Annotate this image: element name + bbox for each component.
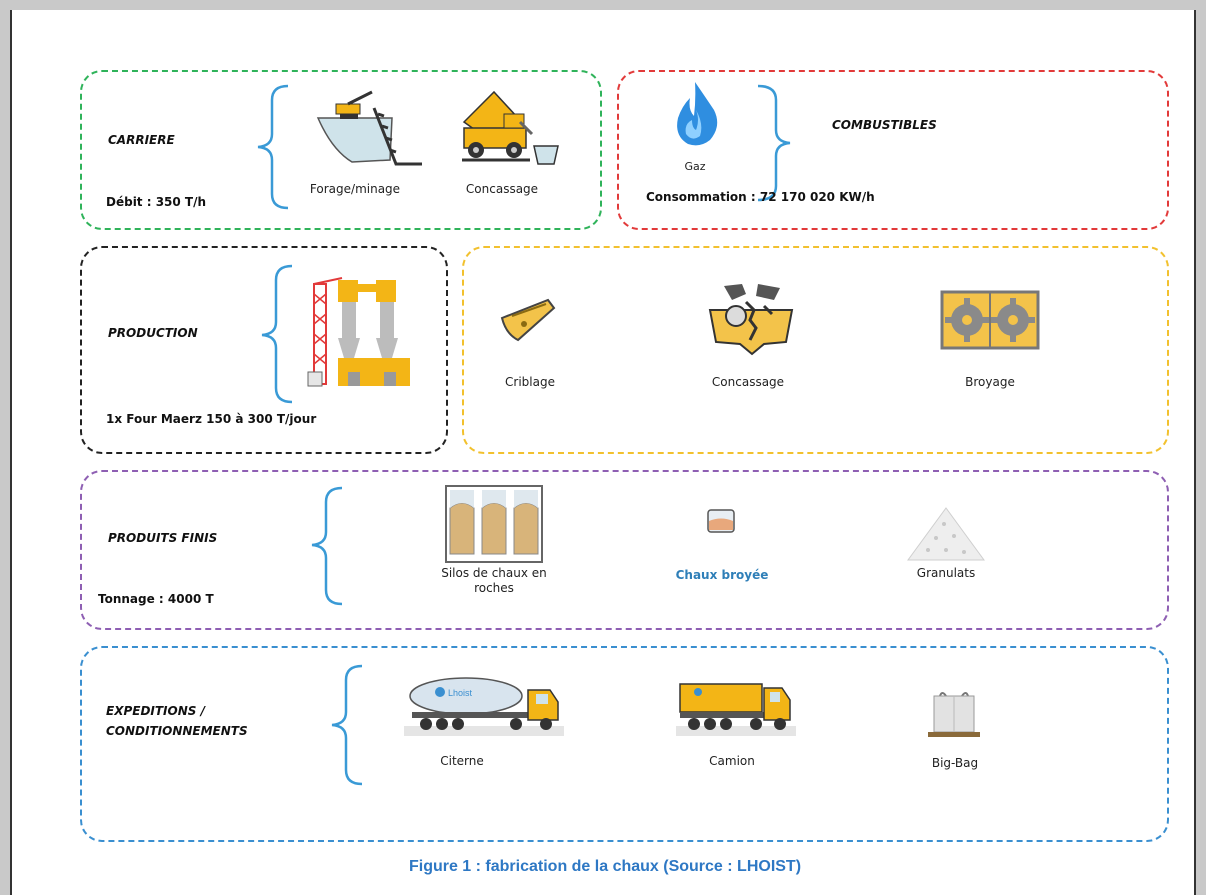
carriere-title: CARRIERE — [108, 133, 175, 147]
produits-finis-item-granulats: Granulats — [916, 566, 976, 580]
produits-finis-brace — [311, 486, 343, 606]
expeditions-brace — [331, 664, 363, 786]
forage-minage-icon — [316, 90, 422, 166]
combustibles-section — [617, 70, 1169, 230]
chaux-broyee-icon — [707, 509, 735, 533]
maerz-kiln-icon — [307, 277, 410, 387]
figure-caption: Figure 1 : fabrication de la chaux (Sour… — [408, 858, 802, 875]
carriere-stat: Débit : 350 T/h — [106, 195, 207, 209]
expeditions-item-citerne: Citerne — [440, 754, 484, 768]
traitement-step-criblage: Criblage — [505, 375, 555, 389]
concasseur-icon — [708, 284, 794, 356]
citerne-logo-text: Lhoist — [448, 688, 473, 698]
production-stat: 1x Four Maerz 150 à 300 T/jour — [106, 412, 317, 426]
expeditions-item-camion: Camion — [709, 754, 755, 768]
concassage-truck-icon — [462, 90, 559, 165]
citerne-truck-icon: Lhoist — [404, 677, 564, 736]
broyage-icon — [940, 290, 1040, 350]
combustibles-title: COMBUSTIBLES — [832, 118, 937, 132]
granulats-pile-icon — [907, 507, 985, 561]
criblage-icon — [500, 298, 556, 342]
produits-finis-section — [80, 470, 1169, 630]
traitement-step-broyage: Broyage — [965, 375, 1015, 389]
page: CARRIERE Débit : 350 T/h Forage/minage C… — [10, 10, 1196, 895]
production-brace — [261, 264, 293, 404]
gas-flame-icon — [677, 82, 718, 146]
carriere-step-concassage: Concassage — [465, 182, 539, 196]
production-title: PRODUCTION — [108, 326, 198, 340]
carriere-section — [80, 70, 602, 230]
expeditions-title-line2: CONDITIONNEMENTS — [106, 724, 248, 738]
silos-icon — [445, 485, 543, 563]
produits-finis-item-chaux-broyee: Chaux broyée — [675, 568, 769, 582]
produits-finis-item-silos: Silos de chaux en roches — [441, 566, 547, 595]
produits-finis-stat: Tonnage : 4000 T — [98, 592, 214, 606]
expeditions-section — [80, 646, 1169, 842]
produits-finis-title: PRODUITS FINIS — [108, 531, 218, 545]
traitement-step-concassage: Concassage — [711, 375, 785, 389]
camion-truck-icon — [676, 683, 796, 736]
expeditions-item-big-bag: Big-Bag — [931, 756, 979, 770]
carriere-step-forage: Forage/minage — [309, 182, 401, 196]
carriere-brace — [257, 84, 289, 210]
combustibles-item-gaz: Gaz — [684, 160, 706, 173]
traitement-section — [462, 246, 1169, 454]
combustibles-stat: Consommation : 72 170 020 KW/h — [646, 190, 875, 204]
expeditions-title-line1: EXPEDITIONS / — [106, 704, 205, 718]
combustibles-brace — [757, 84, 791, 202]
big-bag-icon — [928, 692, 980, 737]
production-section — [80, 246, 448, 454]
